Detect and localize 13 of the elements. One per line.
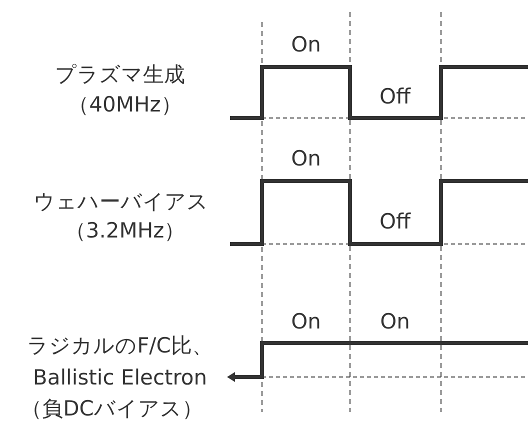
signal-label: ラジカルのF/C比、 (27, 336, 213, 356)
state-label: Off (380, 86, 410, 108)
signal-label: （3.2MHz） (64, 220, 186, 242)
state-label: On (380, 312, 410, 332)
signal-label: Ballistic Electron (32, 368, 208, 388)
state-label: On (291, 34, 321, 56)
signal-label: （負DCバイアス） (21, 398, 203, 420)
signal-label: プラズマ生成 (55, 64, 185, 86)
state-label: On (291, 148, 321, 170)
state-label: Off (380, 212, 410, 232)
signal-label: （40MHz） (68, 94, 182, 116)
signal-label: ウェハーバイアス (34, 192, 208, 212)
state-label: On (291, 312, 321, 332)
